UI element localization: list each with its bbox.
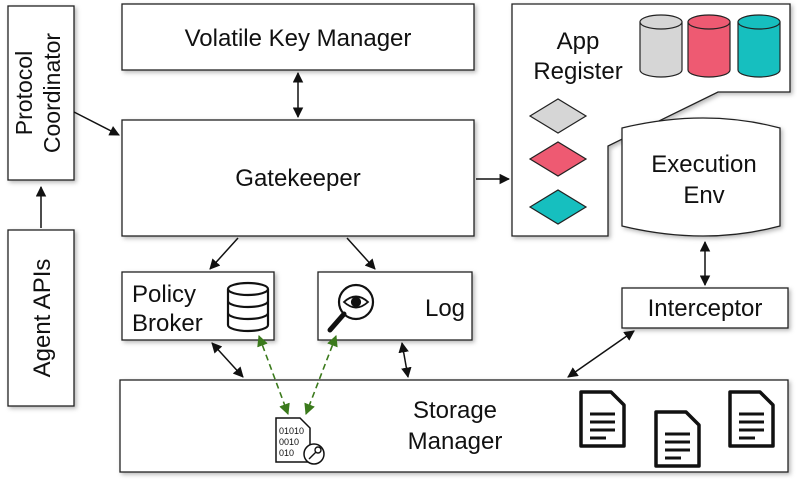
execution-env-label-1: Execution (651, 151, 756, 178)
storage-manager-box: Storage Manager 01010 0010 010 (119, 379, 789, 473)
arrow-gatekeeper-to-policybroker (209, 237, 239, 270)
dashed-arrow-log-file (304, 334, 338, 416)
connectors (35, 71, 711, 379)
app-register-label-1: App (557, 28, 600, 55)
arrow-gatekeeper-to-log (346, 237, 376, 270)
binary-digits-2: 0010 (279, 437, 299, 447)
cylinder-icon (687, 14, 731, 78)
execution-env-label-2: Env (683, 182, 724, 209)
magnifier-eye-icon (327, 283, 375, 333)
binary-file-key-icon: 01010 0010 010 (275, 417, 325, 465)
document-icon (728, 390, 775, 448)
agent-apis-label: Agent APIs (29, 259, 56, 378)
database-icon (226, 281, 270, 333)
arrow-interceptor-storage (567, 330, 635, 378)
document-icon (579, 390, 626, 448)
arrow-log-storage (398, 341, 412, 379)
binary-digits-1: 01010 (279, 426, 304, 436)
arrow-protocol-to-gatekeeper (73, 111, 120, 136)
gatekeeper-box: Gatekeeper (121, 119, 475, 237)
arrow-policybroker-storage (211, 342, 244, 378)
dashed-arrow-policybroker-file (257, 334, 290, 416)
policy-broker-box: Policy Broker (121, 271, 275, 341)
diamond-icon (528, 98, 588, 134)
interceptor-label: Interceptor (648, 295, 763, 322)
dashed-connectors (257, 334, 338, 416)
app-register-label-2: Register (533, 58, 622, 85)
policy-broker-label-2: Broker (132, 310, 203, 337)
cylinder-icon (737, 14, 781, 78)
diamond-icon (528, 141, 588, 177)
gatekeeper-label: Gatekeeper (235, 165, 360, 192)
interceptor-box: Interceptor (621, 287, 789, 329)
storage-manager-label-2: Manager (408, 428, 503, 455)
agent-apis-box: Agent APIs (7, 229, 75, 407)
app-register-box: App Register (511, 3, 791, 237)
policy-broker-label-1: Policy (132, 281, 196, 308)
diamond-icon (528, 189, 588, 225)
log-label: Log (425, 295, 465, 322)
protocol-coordinator-label-1: Protocol (11, 51, 37, 135)
protocol-coordinator-label-2: Coordinator (39, 33, 65, 154)
document-icon (654, 410, 701, 468)
execution-env-box: Execution Env (621, 117, 781, 237)
cylinder-icon (639, 14, 683, 78)
log-box: Log (317, 271, 473, 341)
volatile-key-manager-label: Volatile Key Manager (185, 25, 412, 52)
storage-manager-label-1: Storage (413, 397, 497, 424)
volatile-key-manager-box: Volatile Key Manager (121, 3, 475, 71)
protocol-coordinator-box: Protocol Coordinator (7, 5, 75, 181)
binary-digits-3: 010 (279, 448, 294, 458)
